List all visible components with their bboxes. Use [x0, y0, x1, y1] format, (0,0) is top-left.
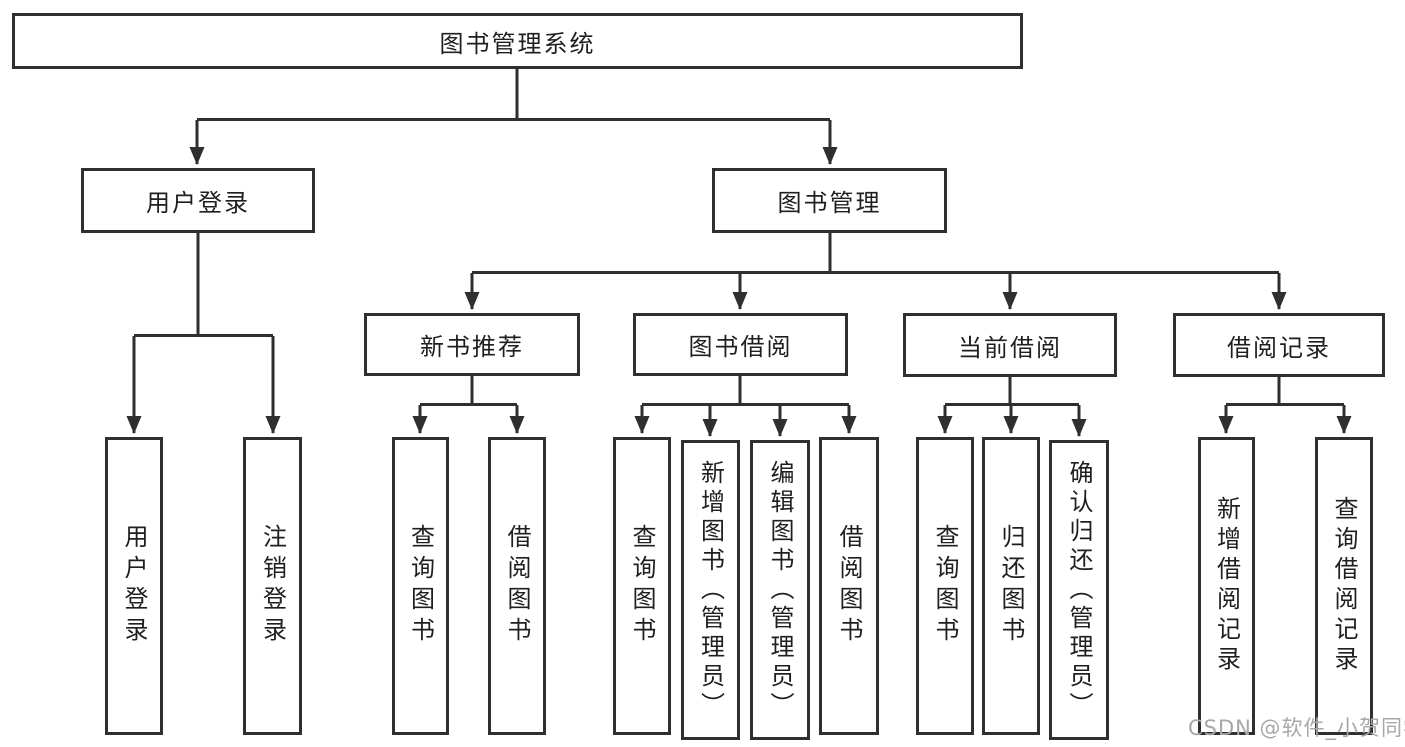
leaf-query-books-current: 查询图书	[916, 437, 974, 735]
leaf-add-borrow-record: 新增借阅记录	[1198, 437, 1255, 735]
leaf-return-books: 归还图书	[982, 437, 1040, 735]
leaf-query-books-borrowing: 查询图书	[613, 437, 671, 735]
leaf-edit-books-admin: 编辑图书（管理员）	[750, 440, 810, 740]
leaf-query-books-recommend: 查询图书	[392, 437, 449, 735]
connector-group	[126, 69, 1352, 437]
node-new-book-recommendation: 新书推荐	[364, 313, 580, 376]
leaf-query-borrow-record: 查询借阅记录	[1315, 437, 1373, 735]
leaf-borrow-books-recommend: 借阅图书	[488, 437, 546, 735]
csdn-watermark: CSDN @软件_小贺同学	[1188, 716, 1405, 740]
node-book-borrowing: 图书借阅	[633, 313, 848, 376]
node-current-borrowing: 当前借阅	[903, 313, 1117, 377]
leaf-user-login: 用户登录	[105, 437, 163, 735]
leaf-confirm-return-admin: 确认归还（管理员）	[1049, 440, 1109, 740]
node-root-library-management-system: 图书管理系统	[12, 13, 1023, 69]
node-borrow-records: 借阅记录	[1173, 313, 1385, 377]
leaf-borrow-books: 借阅图书	[819, 437, 879, 735]
node-book-management-branch: 图书管理	[712, 168, 947, 233]
leaf-add-books-admin: 新增图书（管理员）	[681, 440, 740, 740]
node-user-login-branch: 用户登录	[81, 168, 315, 233]
leaf-logout: 注销登录	[243, 437, 302, 735]
